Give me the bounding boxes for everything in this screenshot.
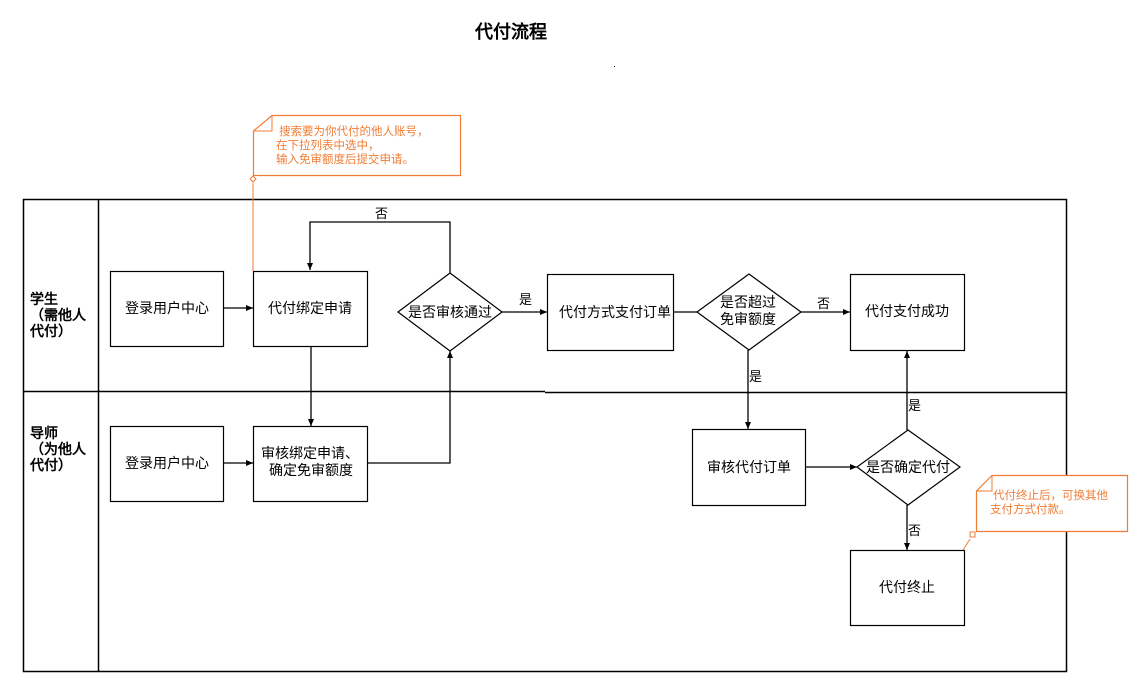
note-box	[975, 474, 1129, 533]
edge-label-confirm-no: 否	[908, 524, 921, 539]
node-label: 是否审核通过	[408, 305, 492, 321]
node-label: 代付方式支付订单	[559, 305, 671, 321]
node-pay-order[interactable]: 代付方式支付订单	[546, 273, 675, 352]
node-label: 审核代付订单	[707, 460, 791, 476]
node-pay-terminated[interactable]: 代付终止	[849, 549, 966, 627]
node-student-login[interactable]: 登录用户中心	[109, 270, 225, 348]
note-line: 搜索要为你代付的他人账号，	[279, 124, 429, 138]
lane-label-line: （为他人	[30, 441, 87, 458]
note-fold	[253, 115, 273, 132]
node-label: 是否超过	[720, 295, 776, 311]
edge-review-no	[307, 221, 451, 273]
lane-label-line: 导师	[30, 425, 58, 442]
lane-label-line: 代付）	[29, 323, 72, 340]
node-exceed-limit[interactable]: 是否超过 免审额度	[695, 273, 803, 351]
connectors	[223, 221, 910, 550]
note-fold	[976, 475, 993, 492]
node-review-bind[interactable]: 审核绑定申请、 确定免审额度	[252, 425, 369, 503]
node-label: 审核绑定申请、	[261, 446, 359, 462]
lane-mentor: 导师 （为他人 代付）	[29, 425, 87, 474]
edge-label-exceed-yes: 是	[749, 370, 762, 385]
node-label: 确定免审额度	[269, 463, 353, 479]
note-line: 在下拉列表中选中，	[276, 138, 380, 152]
lane-label-line: （需他人	[30, 307, 87, 324]
node-label: 是否确定代付	[866, 460, 950, 476]
node-pay-success[interactable]: 代付支付成功	[849, 273, 966, 352]
lane-label-line: 学生	[30, 291, 58, 308]
node-review-passed[interactable]: 是否审核通过	[397, 272, 503, 352]
edge-label-review-no: 否	[375, 207, 388, 222]
node-review-order[interactable]: 审核代付订单	[691, 428, 807, 507]
node-label: 登录用户中心	[125, 455, 209, 472]
lane-label-line: 代付）	[29, 457, 72, 474]
note-anchor-icon	[969, 531, 976, 538]
note-line: 输入免审额度后提交申请。	[276, 152, 414, 166]
outer-frame	[22, 198, 1068, 673]
edge-label-review-yes: 是	[519, 293, 532, 308]
note-bind-apply: 搜索要为你代付的他人账号， 在下拉列表中选中， 输入免审额度后提交申请。	[249, 114, 462, 271]
note-anchor-icon	[249, 175, 257, 183]
node-label: 代付终止	[879, 580, 935, 596]
note-line: 支付方式付款。	[990, 502, 1071, 516]
swimlane-frame	[22, 198, 1068, 673]
note-connector	[962, 538, 971, 551]
node-mentor-login[interactable]: 登录用户中心	[109, 425, 225, 503]
note-line: 代付终止后，可换其他	[993, 488, 1108, 502]
node-label: 免审额度	[720, 312, 776, 328]
node-label: 代付绑定申请	[268, 301, 352, 317]
lane-student: 学生 （需他人 代付）	[29, 291, 87, 340]
stray-dot	[614, 66, 615, 67]
note-box	[252, 114, 462, 177]
edge-review-to-decision	[367, 351, 453, 464]
edge-label-confirm-yes: 是	[908, 399, 921, 414]
node-label: 代付支付成功	[865, 304, 949, 320]
node-label: 登录用户中心	[125, 300, 209, 317]
node-confirm-pay[interactable]: 是否确定代付	[855, 429, 962, 506]
edge-label-exceed-no: 否	[817, 297, 830, 312]
diagram-title: 代付流程	[474, 21, 547, 43]
note-terminate: 代付终止后，可换其他 支付方式付款。	[962, 474, 1129, 551]
node-bind-apply[interactable]: 代付绑定申请	[252, 270, 369, 348]
